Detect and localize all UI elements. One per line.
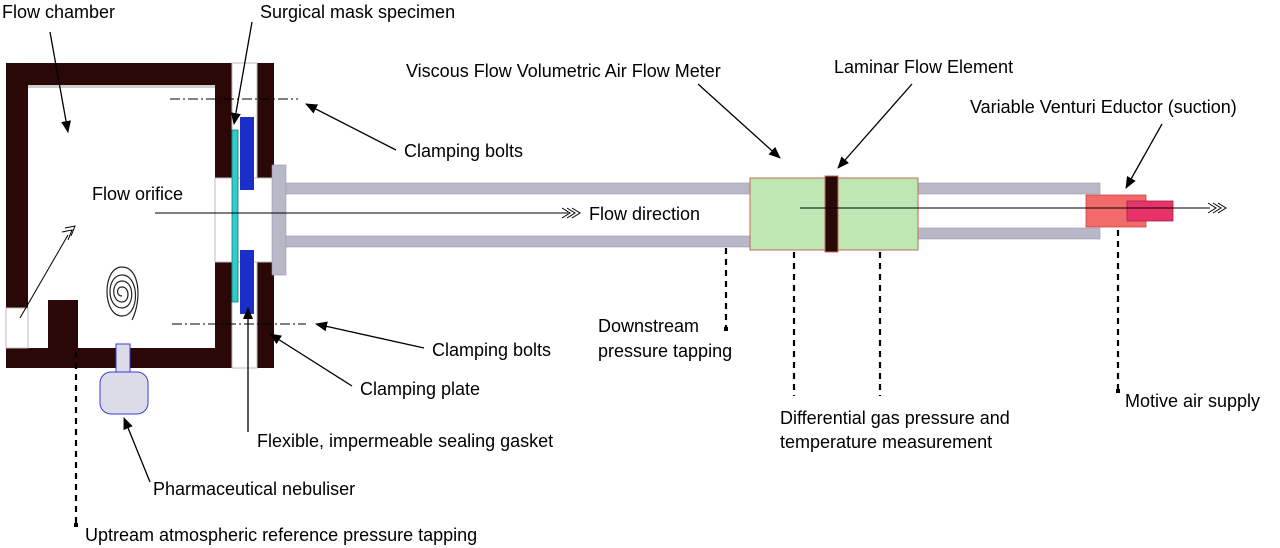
chamber-flow-chevrons — [61, 225, 76, 241]
pipe-lower-wall — [285, 235, 751, 248]
label-venturi-eductor: Variable Venturi Eductor (suction) — [970, 97, 1237, 117]
leader-clamping-bolts-top — [305, 103, 397, 151]
chamber-wall-top — [6, 63, 232, 85]
label-clamping-plate: Clamping plate — [360, 379, 480, 399]
chamber-wall-right-upper — [215, 63, 232, 178]
nebuliser — [99, 343, 149, 415]
label-surgical-mask: Surgical mask specimen — [260, 2, 455, 22]
nebuliser-stem — [115, 343, 131, 375]
leader-surgical-mask — [230, 21, 253, 125]
label-downstream-2: pressure tapping — [598, 341, 732, 361]
sealing-gasket-lower — [240, 250, 254, 314]
pipe2-upper-wall — [917, 182, 1101, 195]
chamber-inlet-block — [48, 300, 78, 352]
label-viscous-meter: Viscous Flow Volumetric Air Flow Meter — [406, 61, 721, 81]
leader-clamping-bolts-bottom — [315, 321, 425, 349]
label-diff-pressure-1: Differential gas pressure and — [780, 408, 1010, 428]
label-upstream-tapping: Uptream atmospheric reference pressure t… — [85, 525, 477, 545]
leader-venturi — [1125, 123, 1163, 189]
pipe-flange — [271, 164, 287, 276]
clamping-plate-lower — [257, 262, 274, 368]
label-downstream-1: Downstream — [598, 316, 699, 336]
chamber-left-port — [5, 307, 29, 349]
chamber-wall-right-lower — [215, 262, 232, 368]
label-flow-orifice: Flow orifice — [92, 184, 183, 204]
label-flow-chamber: Flow chamber — [2, 2, 115, 22]
surgical-mask-specimen — [231, 129, 239, 303]
chamber-inner-shadow — [28, 85, 215, 88]
clamping-plate-upper — [257, 63, 274, 178]
aerosol-spiral — [106, 266, 139, 321]
orifice-ring — [214, 177, 275, 263]
tapping-motive-air-end — [1116, 389, 1120, 393]
label-clamping-bolts-bottom: Clamping bolts — [432, 340, 551, 360]
label-diff-pressure-2: temperature measurement — [780, 432, 992, 452]
leader-flow-chamber — [49, 31, 71, 133]
leader-viscous-meter — [697, 83, 781, 159]
tapping-downstream-end — [724, 327, 728, 331]
nebuliser-body — [99, 371, 149, 415]
laminar-flow-element — [824, 175, 839, 253]
label-nebuliser: Pharmaceutical nebuliser — [153, 479, 355, 499]
sealing-gasket-upper — [240, 117, 254, 190]
label-gasket: Flexible, impermeable sealing gasket — [257, 431, 553, 451]
venturi-eductor-nozzle — [1126, 200, 1174, 222]
label-clamping-bolts-top: Clamping bolts — [404, 141, 523, 161]
flow-direction-chevrons — [561, 207, 581, 219]
outlet-chevrons — [1207, 202, 1227, 214]
pipe2-lower-wall — [917, 227, 1101, 240]
label-laminar-element: Laminar Flow Element — [834, 57, 1013, 77]
leader-laminar-element — [837, 83, 913, 169]
label-motive-air: Motive air supply — [1125, 391, 1260, 411]
chamber-flow-arrow — [19, 234, 69, 319]
leader-clamping-plate — [269, 333, 353, 387]
tapping-upstream-end — [74, 523, 78, 527]
chamber-wall-left — [6, 63, 28, 308]
pipe-upper-wall — [285, 182, 751, 195]
leader-nebuliser — [123, 417, 151, 483]
label-flow-direction: Flow direction — [589, 204, 700, 224]
